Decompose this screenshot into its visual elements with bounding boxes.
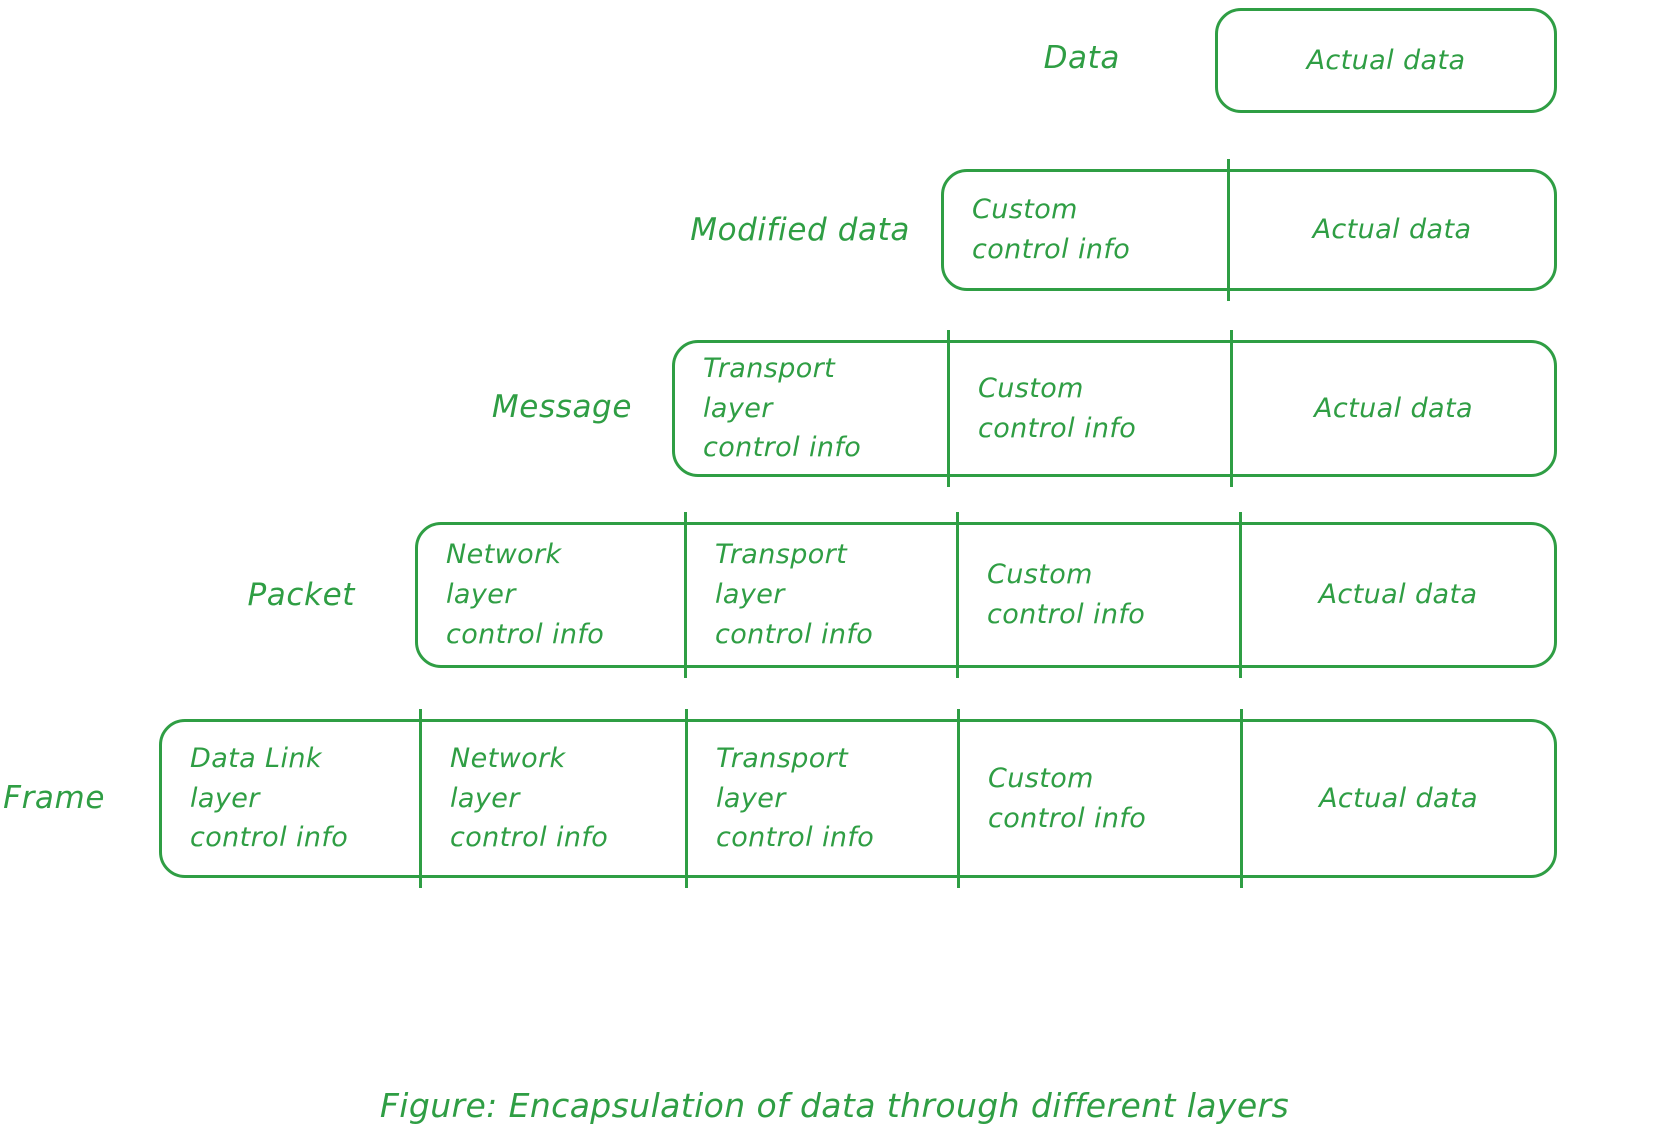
field-transport-layer-control-info: Transport layer control info <box>684 512 956 678</box>
row-label-message: Message <box>491 389 632 425</box>
field-actual-data: Actual data <box>1240 709 1554 888</box>
field-data-link-layer-control-info: Data Link layer control info <box>190 742 349 854</box>
field-network-layer-control-info: Network layer control info <box>446 539 605 650</box>
pdu-bar-packet: Network layer control info Transport lay… <box>415 512 1557 678</box>
field-actual-data: Actual data <box>1306 44 1466 76</box>
row-label-data: Data <box>1043 40 1120 76</box>
row-label-frame: Frame <box>3 780 105 816</box>
field-custom-control-info: Custom control info <box>972 194 1131 265</box>
field-actual-data: Actual data <box>1239 512 1554 678</box>
field-custom-control-info: Custom control info <box>957 709 1240 888</box>
pdu-bar-frame: Data Link layer control info Network lay… <box>159 709 1557 888</box>
pdu-bar-data: Actual data <box>1215 8 1557 113</box>
field-transport-layer-control-info: Transport layer control info <box>685 709 957 888</box>
row-label-modified-data: Modified data <box>690 212 910 248</box>
field-actual-data: Actual data <box>1230 330 1554 487</box>
pdu-bar-modified-data: Custom control info Actual data <box>941 159 1557 301</box>
figure-caption: Figure: Encapsulation of data through di… <box>379 1086 1290 1125</box>
field-network-layer-control-info: Network layer control info <box>419 709 685 888</box>
field-actual-data: Actual data <box>1227 159 1554 301</box>
field-custom-control-info: Custom control info <box>947 330 1230 487</box>
field-transport-layer-control-info: Transport layer control info <box>703 352 862 464</box>
row-label-packet: Packet <box>247 577 355 613</box>
pdu-bar-message: Transport layer control info Custom cont… <box>672 330 1557 487</box>
field-custom-control-info: Custom control info <box>956 512 1239 678</box>
